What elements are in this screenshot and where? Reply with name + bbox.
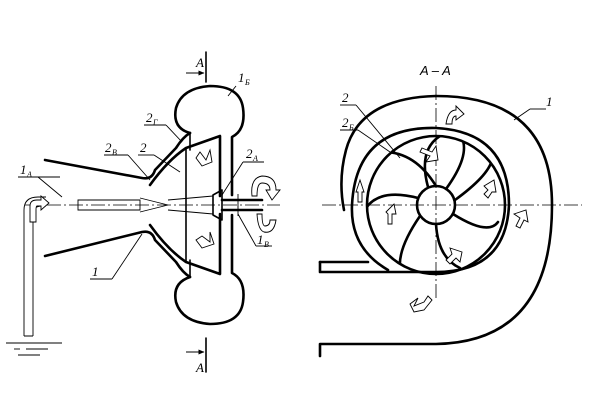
blade-7 [444,136,466,191]
svg-text:В: В [264,240,269,249]
flow-arrows-right [355,104,529,313]
shaft [220,198,264,212]
label-1V: 1 [257,232,264,247]
svg-text:A: A [195,360,204,375]
flow-arrow-inlet [29,195,50,223]
suction-casing-upper [43,131,192,180]
water-level-symbol [6,342,62,356]
rotation-arrow [251,175,281,201]
svg-text:Г: Г [152,118,158,127]
svg-text:A: A [195,55,204,70]
label-right-2: 2 [342,90,349,105]
label-right-1: 1 [546,94,553,109]
blade-5 [451,212,500,229]
label-pipe-1: 1 [92,264,99,279]
svg-text:Б: Б [348,123,354,132]
svg-text:А: А [26,170,32,179]
label-casing-1B: 1 [238,70,245,85]
svg-text:В: В [112,148,117,157]
suction-casing-lower [43,230,192,279]
volute-casing-outer [318,94,554,358]
label-right-2B: 2 [342,115,349,130]
label-inlet-1A: 1 [20,162,27,177]
label-2B-left: 2 [105,140,112,155]
volute-lower [174,213,245,326]
impeller-hub [212,189,223,221]
blade-2 [367,193,420,210]
flow-arrow-upper [195,148,213,167]
volute-casing-spiral [318,126,511,274]
label-2G: 2 [146,110,153,125]
svg-text:Б: Б [244,78,250,87]
section-mark-bottom: A [186,337,207,375]
cross-section-view: A – A [318,63,582,358]
blade-3 [398,214,422,270]
svg-text:А: А [252,154,258,163]
blade-8 [423,136,442,189]
volute-upper [174,84,245,197]
flow-arrow-lower [195,231,215,249]
inlet-cone [139,197,169,213]
side-section-view: A A 1 Б 1 А 1 2 В 2 2 Г 2 А [6,51,281,375]
inlet-nozzle [77,199,141,211]
blade-4 [434,222,462,270]
label-2: 2 [140,140,147,155]
label-2A: 2 [246,146,253,161]
section-title: A – A [419,63,451,78]
section-mark-top: A [186,51,207,83]
